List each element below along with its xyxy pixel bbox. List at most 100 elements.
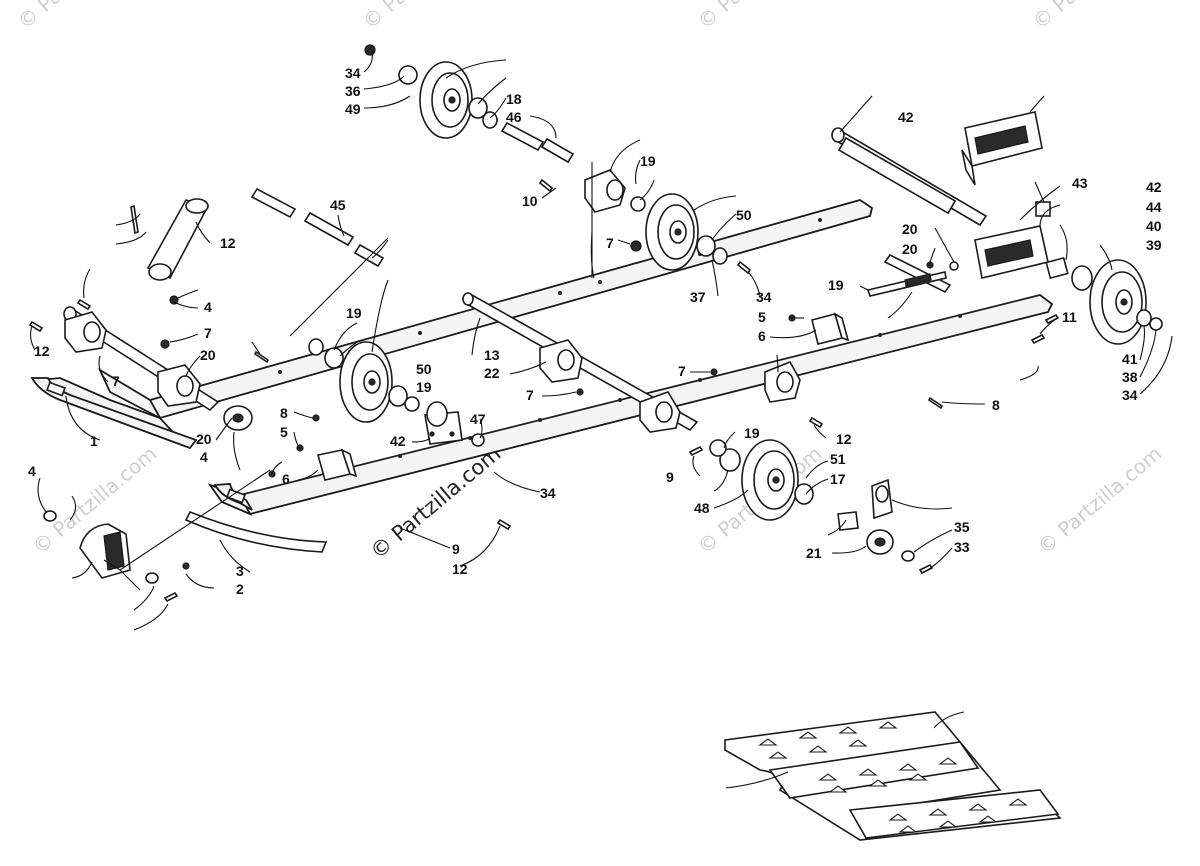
callout-28: 44 xyxy=(1146,199,1162,215)
callout-12: 19 xyxy=(744,425,760,441)
callout-17: 21 xyxy=(806,545,822,561)
callout-19: 34 xyxy=(540,485,556,501)
wheel-21 xyxy=(1071,259,1163,345)
callout-9: 12 xyxy=(836,431,852,447)
callout-5: 5 xyxy=(758,309,766,325)
callout-5: 5 xyxy=(280,424,288,440)
callout-4: 4 xyxy=(204,299,212,315)
callout-13: 19 xyxy=(828,277,844,293)
callout-12: 18 xyxy=(506,91,522,107)
callout-9: 10 xyxy=(522,193,538,209)
callout-23: 41 xyxy=(1122,351,1138,367)
callout-9: 9 xyxy=(666,469,674,485)
callout-6: 6 xyxy=(282,471,290,487)
bracket-front-left xyxy=(64,311,107,353)
leader-lines xyxy=(29,51,1173,631)
wheel-42-top xyxy=(364,44,498,139)
leader-41 xyxy=(725,771,789,789)
callout-19: 34 xyxy=(345,65,361,81)
watermark: © Partzilla.com xyxy=(358,0,492,34)
callout-8: 8 xyxy=(992,397,1000,413)
axle-bracket-50-right xyxy=(764,360,801,403)
callout-7: 7 xyxy=(526,387,534,403)
callout-26: 42 xyxy=(390,433,406,449)
callout-9: 11 xyxy=(1062,309,1077,325)
bracket-center xyxy=(639,391,681,433)
block-6-right xyxy=(811,312,850,345)
callout-15: 20 xyxy=(902,221,918,237)
bracket-26 xyxy=(424,401,485,447)
rail-tip-front xyxy=(30,377,198,450)
callout-19: 34 xyxy=(756,289,772,305)
callout-33: 51 xyxy=(830,451,846,467)
callout-18: 22 xyxy=(484,365,500,381)
callout-22: 40 xyxy=(1146,218,1162,234)
bolts xyxy=(28,178,1060,603)
spacer-tube-29 xyxy=(250,187,385,268)
callout-11: 13 xyxy=(484,347,500,363)
wheel-42-mid xyxy=(645,193,728,271)
callout-12: 19 xyxy=(346,305,362,321)
callout-1: 1 xyxy=(90,433,98,449)
bumper-17-left xyxy=(223,405,253,431)
callout-7: 8 xyxy=(280,405,288,421)
callout-25: 42 xyxy=(898,109,914,125)
stopper-46 xyxy=(79,523,131,579)
callout-2: 2 xyxy=(236,581,244,597)
callout-4: 4 xyxy=(28,463,36,479)
callout-7: 7 xyxy=(204,325,212,341)
callout-9: 12 xyxy=(34,343,50,359)
callout-4: 4 xyxy=(200,449,208,465)
block-6-left xyxy=(316,448,358,481)
spacer-tube-30 xyxy=(500,121,575,164)
rail-tip-rear xyxy=(213,483,253,511)
callout-33: 50 xyxy=(736,207,752,223)
callout-20: 38 xyxy=(1122,369,1138,385)
track-40 xyxy=(724,711,1062,841)
callout-7: 7 xyxy=(112,373,120,389)
callout-19: 33 xyxy=(954,539,970,555)
shaft-13-bolt xyxy=(866,271,947,297)
arm-10 xyxy=(146,198,210,281)
callout-33: 49 xyxy=(345,101,361,117)
bracket-24 xyxy=(974,201,1069,280)
callout-12: 19 xyxy=(640,153,656,169)
callout-30: 46 xyxy=(506,109,522,125)
callout-27: 43 xyxy=(1072,175,1088,191)
bracket-38 xyxy=(871,478,893,520)
callout-10: 12 xyxy=(220,235,236,251)
wheel-32 xyxy=(709,439,814,521)
watermark: © Partzilla.com xyxy=(1033,441,1167,559)
callout-31: 47 xyxy=(470,411,486,427)
rear-axle-shaft xyxy=(831,127,988,227)
callout-6: 6 xyxy=(758,328,766,344)
watermark: © Partzilla.com xyxy=(13,0,147,34)
callout-8: 9 xyxy=(452,541,460,557)
callout-29: 45 xyxy=(330,197,346,213)
callout-7: 7 xyxy=(678,363,686,379)
bracket-43 xyxy=(961,111,1043,186)
leader-40 xyxy=(933,711,965,729)
callout-16: 20 xyxy=(200,347,216,363)
callout-14: 20 xyxy=(902,241,918,257)
bracket-16 xyxy=(157,364,201,407)
watermark: © Partzilla.com xyxy=(693,0,827,34)
bumper-17-right xyxy=(837,511,894,555)
callout-33: 50 xyxy=(416,361,432,377)
callout-19: 34 xyxy=(1122,387,1138,403)
callout-24: 42 xyxy=(1146,179,1162,195)
callout-20: 36 xyxy=(345,83,361,99)
bracket-18 xyxy=(539,339,583,383)
callout-20: 35 xyxy=(954,519,970,535)
callout-12: 19 xyxy=(416,379,432,395)
callout-20: 37 xyxy=(690,289,706,305)
callout-21: 39 xyxy=(1146,237,1162,253)
callout-12: 17 xyxy=(830,471,846,487)
wear-strip xyxy=(184,510,328,553)
callout-17: 20 xyxy=(196,431,212,447)
callout-labels: 34 36 49 18 46 19 50 37 34 10 7 42 43 42… xyxy=(28,65,1162,597)
callout-3: 3 xyxy=(236,563,244,579)
axle-bracket-50-top xyxy=(584,169,646,252)
callout-32: 48 xyxy=(694,500,710,516)
